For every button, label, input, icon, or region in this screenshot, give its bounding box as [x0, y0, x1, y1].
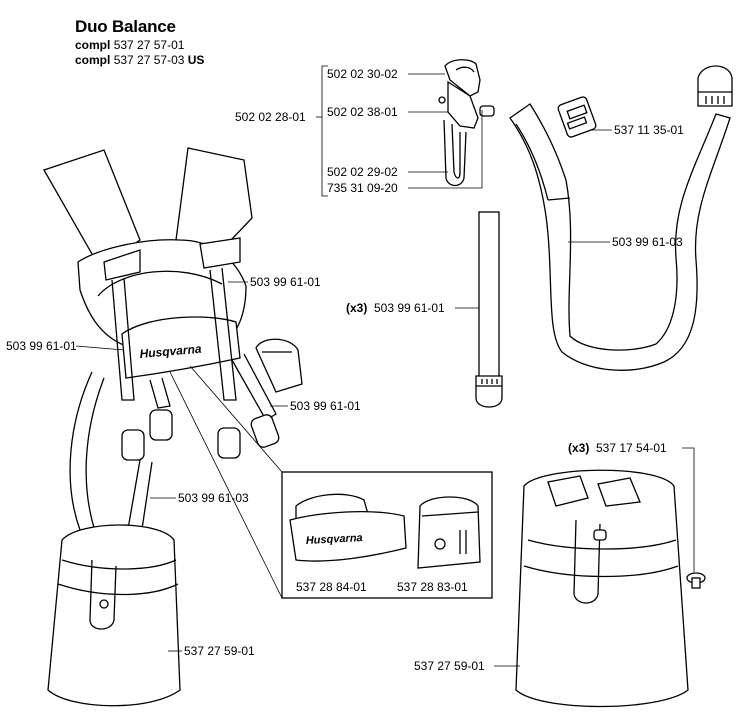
- label-503-99-61-01-c: 503 99 61-01: [290, 399, 361, 413]
- bag-537-27-59-01: [515, 469, 689, 708]
- label-502-02-30-02: 502 02 30-02: [327, 67, 398, 81]
- label-503-99-61-01-x3: 503 99 61-01: [374, 301, 445, 315]
- label-537-27-59-01-left: 537 27 59-01: [184, 644, 255, 658]
- label-537-11-35-01: 537 11 35-01: [614, 123, 684, 137]
- label-503-99-61-01-b: 503 99 61-01: [6, 339, 77, 353]
- buckle-537-11-35-01: [557, 96, 597, 138]
- label-503-99-61-01-a: 503 99 61-01: [250, 275, 321, 289]
- label-537-28-84-01: 537 28 84-01: [296, 580, 367, 594]
- label-503-99-61-03-right: 503 99 61-03: [612, 235, 683, 249]
- short-strap-503-99-61-01: [475, 211, 503, 408]
- label-735-31-09-20: 735 31 09-20: [327, 181, 398, 195]
- compl-prefix: compl: [75, 53, 111, 67]
- us-suffix: US: [187, 53, 205, 67]
- cover-537-28-83-01: [417, 496, 481, 569]
- label-502-02-28-01: 502 02 28-01: [235, 110, 306, 124]
- brand-husqvarna: Husqvarna: [139, 342, 202, 361]
- hook-leader-lines: [316, 65, 483, 197]
- label-502-02-38-01: 502 02 38-01: [327, 105, 398, 119]
- brand-husqvarna-detail: Husqvarna: [306, 532, 363, 547]
- diagram-title: Duo Balance: [75, 17, 176, 36]
- compl-part-number: 537 27 57-01: [113, 38, 185, 52]
- compl-part-number: 537 27 57-03: [113, 53, 185, 67]
- label-537-28-83-01: 537 28 83-01: [397, 580, 468, 594]
- label-503-99-61-03-left: 503 99 61-03: [178, 491, 249, 505]
- detail-box: [281, 471, 493, 599]
- x3-prefix: (x3): [346, 301, 367, 315]
- hip-pad-537-28-84-01: Husqvarna: [289, 493, 407, 562]
- x3-prefix-screw: (x3): [568, 441, 589, 455]
- long-strap-503-99-61-03: [509, 65, 733, 371]
- screw-537-17-54-01: [686, 572, 706, 589]
- harness-assembly: Husqvarna: [43, 147, 303, 707]
- hook-assembly: [438, 59, 495, 187]
- compl-prefix: compl: [75, 38, 111, 52]
- label-537-17-54-01: 537 17 54-01: [596, 441, 667, 455]
- compl-number-1: compl 537 27 57-01: [75, 38, 184, 52]
- compl-number-2: compl 537 27 57-03 US: [75, 53, 204, 67]
- label-537-27-59-01-right: 537 27 59-01: [414, 659, 485, 673]
- label-502-02-29-02: 502 02 29-02: [327, 165, 398, 179]
